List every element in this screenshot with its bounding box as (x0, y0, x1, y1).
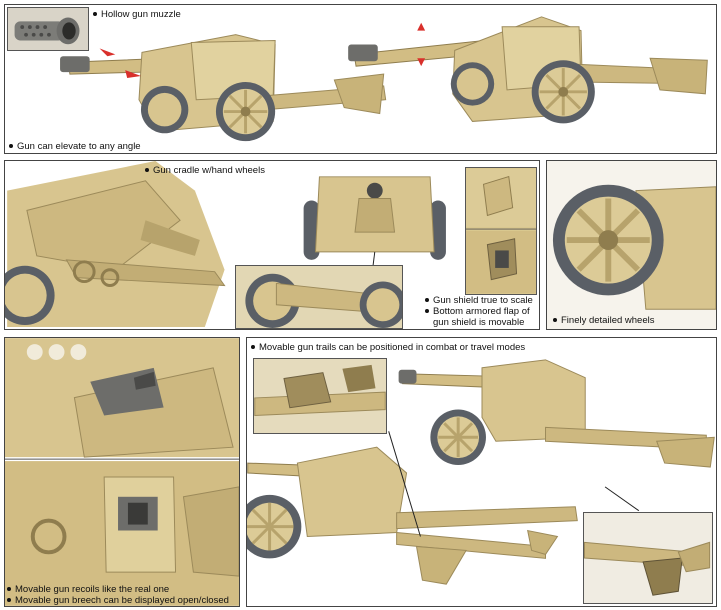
shield-front-illustration (303, 176, 446, 260)
trail-spade-inset (583, 512, 713, 604)
cradle-closeup-illustration (5, 161, 226, 328)
panel-trails: Movable gun trails can be positioned in … (246, 337, 717, 607)
wheel-photo (547, 161, 716, 329)
caption-muzzle: Hollow gun muzzle (93, 9, 181, 20)
gun-cradle-photo (5, 161, 446, 328)
muzzle-inset (7, 7, 89, 51)
caption-elevate: Gun can elevate to any angle (9, 141, 141, 152)
panel-gun-elevation: Hollow gun muzzle Gun can elevate to any… (4, 4, 717, 154)
panel-breech: Movable gun recoils like the real one Mo… (4, 337, 240, 607)
caption-recoil: Movable gun recoils like the real one (7, 584, 169, 595)
breech-photo (5, 338, 239, 606)
shield-flap-inset (235, 265, 403, 329)
gun-left-illustration (60, 34, 387, 142)
gun-travel-illustration (398, 359, 715, 468)
caption-breech: Movable gun breech can be displayed open… (7, 595, 229, 606)
gun-right-illustration (348, 16, 708, 124)
caption-shield-movable: gun shield is movable (433, 317, 525, 328)
gun-combat-illustration (247, 446, 578, 585)
caption-trails: Movable gun trails can be positioned in … (251, 342, 525, 353)
trail-lock-inset (253, 358, 387, 434)
panel-gun-cradle: Gun cradle w/hand wheels Gun shield true… (4, 160, 540, 330)
panel-wheels: Finely detailed wheels (546, 160, 717, 330)
gun-elevation-photo (60, 16, 708, 142)
caption-shield-flap: Bottom armored flap of (425, 306, 530, 317)
caption-shield-scale: Gun shield true to scale (425, 295, 533, 306)
caption-cradle: Gun cradle w/hand wheels (145, 165, 265, 176)
trails-photo (247, 359, 715, 585)
caption-wheels: Finely detailed wheels (553, 315, 654, 326)
shield-detail-inset (465, 167, 537, 295)
